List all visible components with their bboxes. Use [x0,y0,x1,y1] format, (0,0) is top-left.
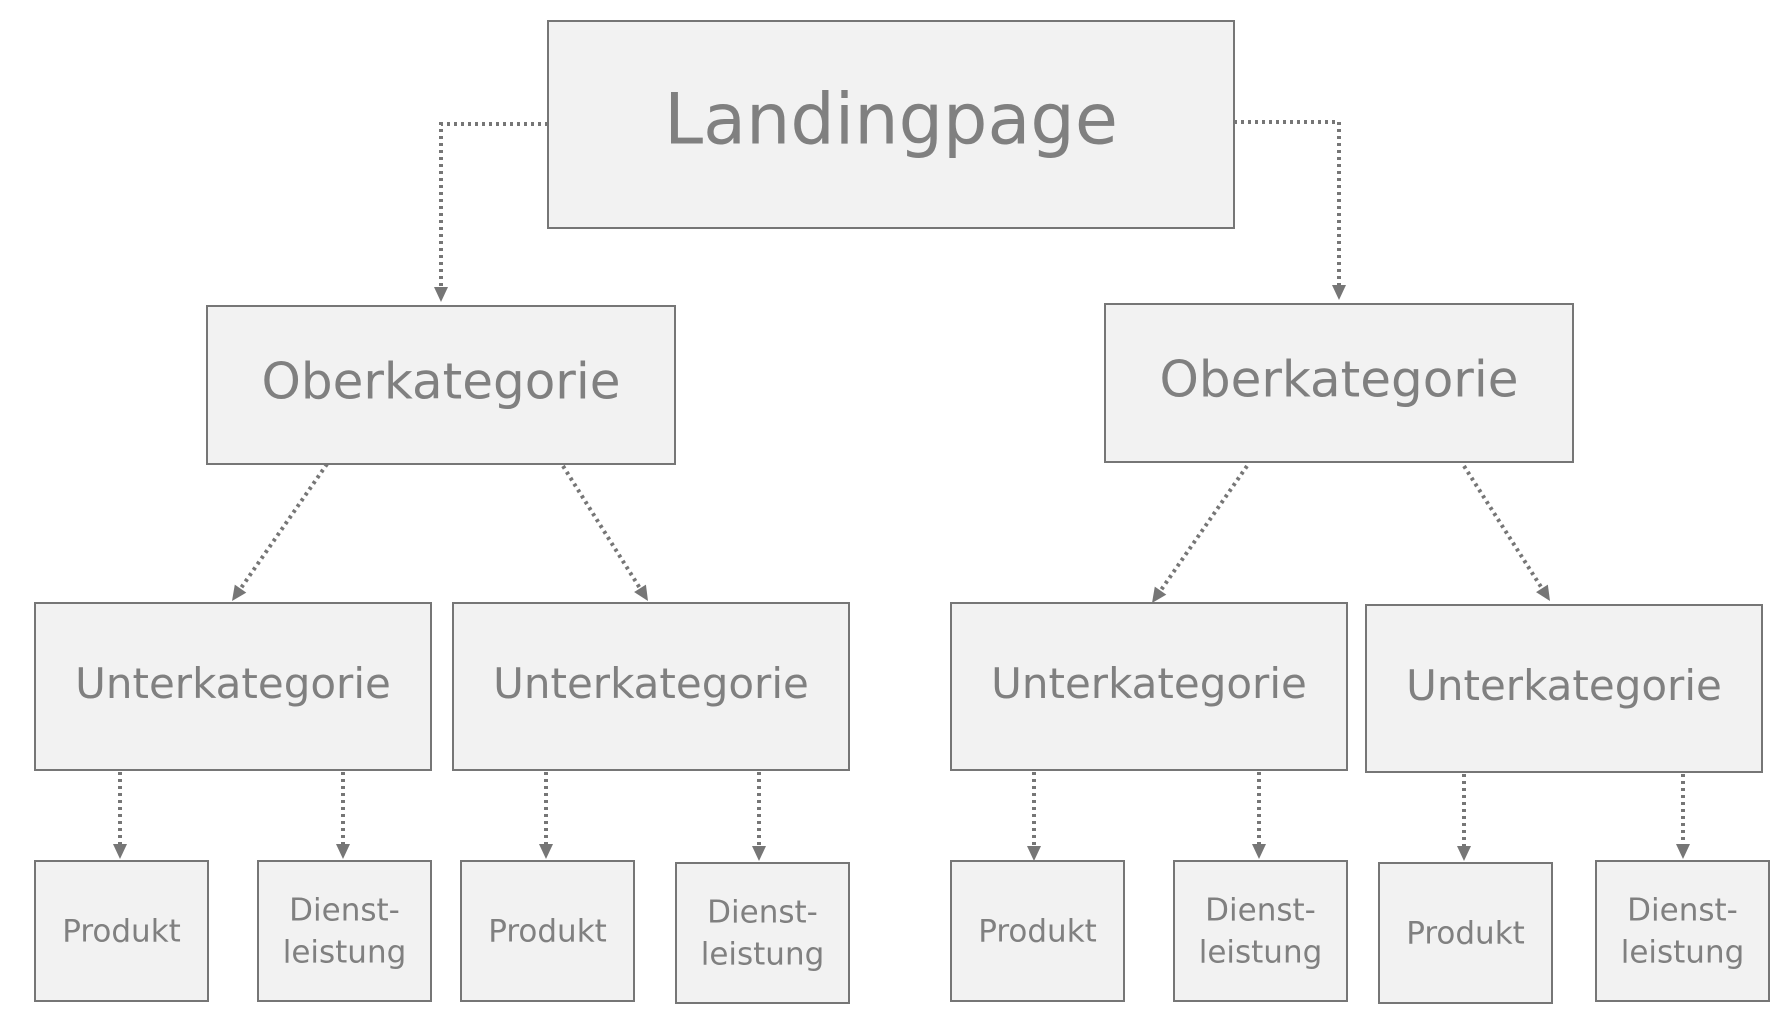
arrowhead-icon [1536,584,1550,601]
dienstleistung-label: Dienst- [289,893,400,929]
dotted-line [1158,464,1249,592]
landingpage-label: Landingpage [664,79,1118,161]
dienstleistung-label: leistung [1621,935,1745,971]
landingpage-box-frame [547,20,1235,229]
unterkategorie-label: Unterkategorie [1406,661,1722,710]
dienstleistung-box-frame [675,862,850,1004]
dienstleistung-box[interactable]: Dienst-leistung [257,860,432,1002]
unterkategorie-box[interactable]: Unterkategorie [452,602,850,771]
unterkategorie-connector [561,464,648,601]
arrowhead-icon [752,846,766,861]
unterkategorie-label: Unterkategorie [493,659,809,708]
dienstleistung-box-frame [1595,860,1770,1002]
produkt-box[interactable]: Produkt [1378,862,1553,1004]
dienstleistung-box-frame [1173,860,1348,1002]
unterkategorie-box-frame [452,602,850,771]
produkt-label: Produkt [1406,916,1525,952]
arrowhead-icon [1332,285,1346,300]
oberkategorie-box[interactable]: Oberkategorie [1104,303,1574,463]
produkt-box-frame [1378,862,1553,1004]
dotted-line [561,464,642,590]
unterkategorie-box-frame [34,602,432,771]
dotted-line [1462,464,1544,590]
oberkategorie-box[interactable]: Oberkategorie [206,305,676,465]
dienstleistung-box[interactable]: Dienst-leistung [675,862,850,1004]
arrowhead-icon [1252,844,1266,859]
dienstleistung-label: Dienst- [1627,893,1738,929]
oberkategorie-box-frame [1104,303,1574,463]
arrowhead-icon [1676,844,1690,859]
oberkategorie-connector [1234,120,1346,300]
arrowhead-icon [634,584,648,601]
unterkategorie-connector [1462,464,1550,601]
produkt-connector [1027,772,1041,861]
unterkategorie-box-frame [1365,604,1763,773]
produkt-connector [1457,774,1471,861]
dienstleistung-label: leistung [1199,935,1323,971]
arrowhead-icon [1027,846,1041,861]
unterkategorie-box[interactable]: Unterkategorie [1365,604,1763,773]
dotted-line [1234,120,1341,285]
dienstleistung-label: Dienst- [1205,893,1316,929]
produkt-box[interactable]: Produkt [950,860,1125,1002]
produkt-box-frame [950,860,1125,1002]
landingpage-box[interactable]: Landingpage [547,20,1235,229]
oberkategorie-label: Oberkategorie [261,353,620,411]
dienstleistung-label: leistung [701,937,825,973]
dienstleistung-box[interactable]: Dienst-leistung [1595,860,1770,1002]
produkt-box[interactable]: Produkt [460,860,635,1002]
unterkategorie-connector [232,462,329,601]
arrowhead-icon [539,844,553,859]
dienstleistung-box-frame [257,860,432,1002]
produkt-connector [113,772,127,859]
produkt-label: Produkt [62,914,181,950]
oberkategorie-box-frame [206,305,676,465]
unterkategorie-box[interactable]: Unterkategorie [950,602,1348,771]
unterkategorie-box[interactable]: Unterkategorie [34,602,432,771]
produkt-box-frame [34,860,209,1002]
produkt-connector [539,772,553,859]
connector-layer [113,120,1690,861]
dotted-line [439,122,548,287]
unterkategorie-box-frame [950,602,1348,771]
dienstleistung-connector [1676,774,1690,859]
produkt-label: Produkt [488,914,607,950]
arrowhead-icon [1457,846,1471,861]
dienstleistung-connector [1252,772,1266,859]
unterkategorie-label: Unterkategorie [991,659,1307,708]
unterkategorie-label: Unterkategorie [75,659,391,708]
dotted-line [238,462,329,590]
dienstleistung-box[interactable]: Dienst-leistung [1173,860,1348,1002]
node-layer: LandingpageOberkategorieUnterkategoriePr… [34,20,1770,1004]
dienstleistung-connector [752,772,766,861]
oberkategorie-label: Oberkategorie [1159,351,1518,409]
produkt-label: Produkt [978,914,1097,950]
dienstleistung-connector [336,772,350,859]
dienstleistung-label: leistung [283,935,407,971]
arrowhead-icon [1152,586,1167,603]
unterkategorie-connector [1152,464,1249,603]
arrowhead-icon [232,584,247,601]
arrowhead-icon [434,287,448,302]
arrowhead-icon [113,844,127,859]
dienstleistung-label: Dienst- [707,895,818,931]
produkt-box[interactable]: Produkt [34,860,209,1002]
produkt-box-frame [460,860,635,1002]
arrowhead-icon [336,844,350,859]
oberkategorie-connector [434,122,548,302]
